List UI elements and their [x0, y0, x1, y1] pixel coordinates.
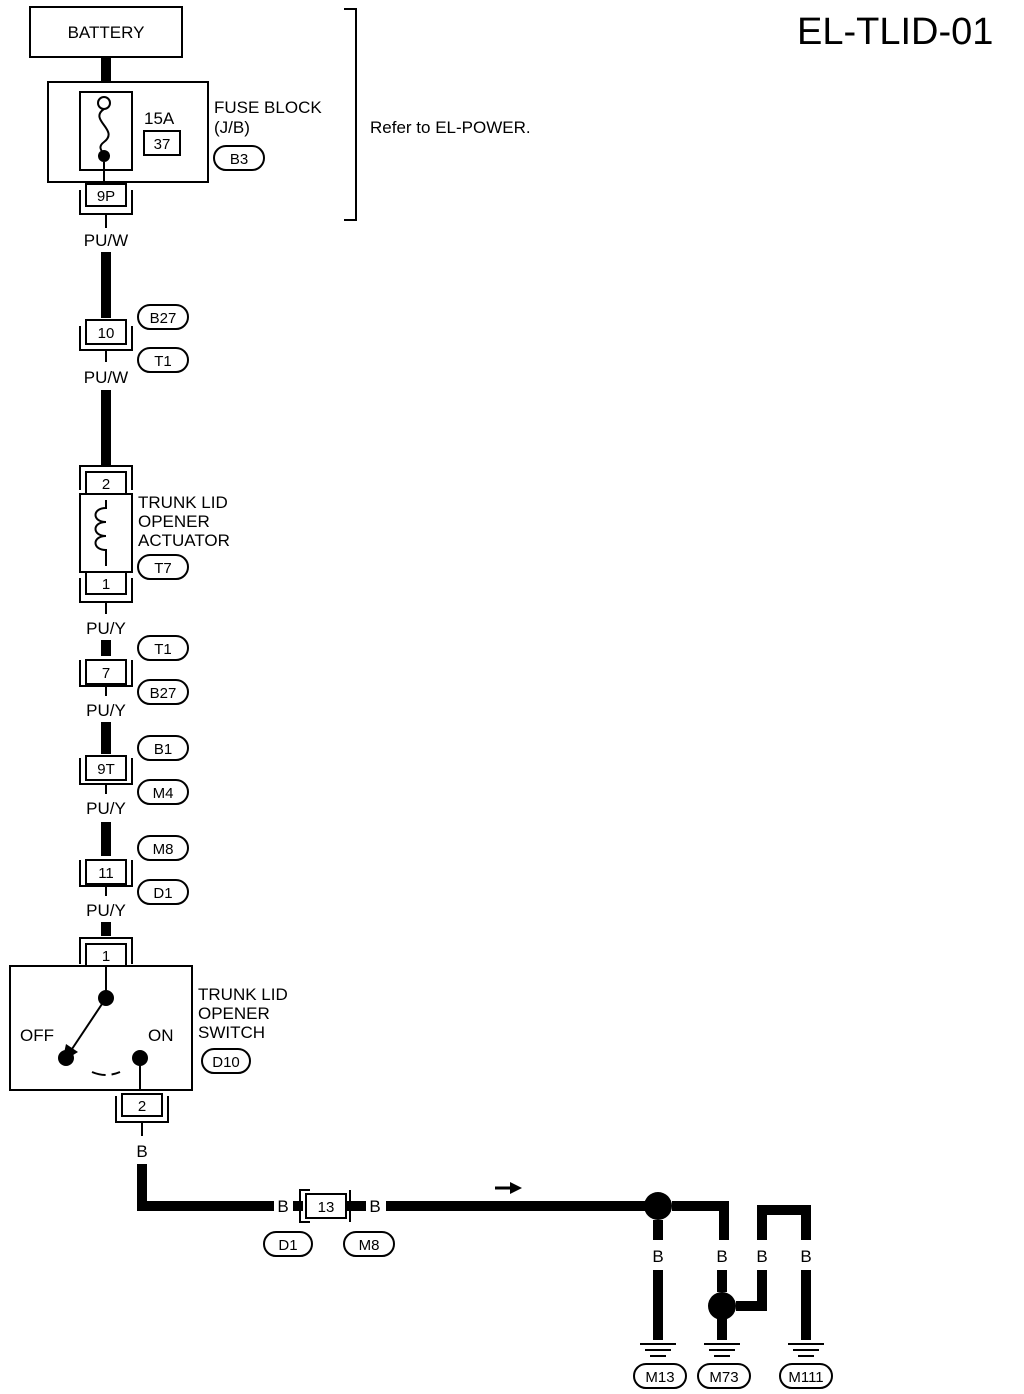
joint-7-lower-code: B27: [150, 685, 177, 702]
actuator-name-1: TRUNK LID: [138, 493, 228, 512]
joint-13-right-wire: B: [369, 1197, 380, 1216]
wire-label-2: PU/W: [84, 368, 128, 387]
actuator-pin-top: 2: [102, 476, 110, 493]
trunk-lid-actuator: 2 1 TRUNK LID OPENER ACTUATOR T7: [79, 465, 230, 603]
actuator-connector: T7: [154, 560, 172, 577]
switch-off-label: OFF: [20, 1026, 54, 1045]
switch-travel-dash: [91, 1071, 121, 1076]
fuse-block: 15A 37 FUSE BLOCK (J/B) B3: [47, 81, 322, 183]
joint-13-pin: 13: [318, 1199, 335, 1216]
wire-label-3: PU/Y: [86, 619, 126, 638]
ground-symbol-icon: [788, 1343, 824, 1357]
joint-13-right-code: M8: [359, 1237, 380, 1254]
switch-name-1: TRUNK LID: [198, 985, 288, 1004]
actuator-name-2: OPENER: [138, 512, 210, 531]
fuse-block-name: FUSE BLOCK: [214, 98, 322, 117]
switch-off-contact: [58, 1050, 74, 1066]
splice-dot-ground: [708, 1292, 736, 1320]
joint-connector-9t: 9T B1 M4: [79, 735, 189, 805]
joint-11-lower-code: D1: [153, 885, 172, 902]
wire-label-6: PU/Y: [86, 901, 126, 920]
fuse-terminal-bottom: [98, 150, 110, 162]
splice-dot-main: [644, 1192, 672, 1220]
ground-wire-d: B: [800, 1247, 811, 1266]
wire-label-1: PU/W: [84, 231, 128, 250]
ground-wire-b: B: [716, 1247, 727, 1266]
connector-9p: 9P: [79, 183, 133, 215]
actuator-pin-bottom: 1: [102, 576, 110, 593]
switch-pin-bottom: 2: [138, 1098, 146, 1115]
joint-7-upper-code: T1: [154, 641, 172, 658]
refer-note: Refer to EL-POWER.: [370, 118, 531, 137]
ground-wire-c: B: [756, 1247, 767, 1266]
wire-b-switch-to-joint: [137, 1164, 274, 1211]
switch-connector: D10: [212, 1054, 240, 1071]
joint-connector-10: 10 B27 T1: [79, 304, 189, 373]
wire-label-5: PU/Y: [86, 799, 126, 818]
ground-symbol-icon: [640, 1343, 676, 1357]
ground-code-2: M73: [709, 1369, 738, 1386]
fuse-terminal-top: [97, 96, 111, 110]
wire-label-7: B: [136, 1142, 147, 1161]
fuse-number: 37: [154, 136, 171, 153]
joint-9t-upper-code: B1: [154, 741, 172, 758]
ground-symbol-icon: [704, 1343, 740, 1357]
switch-name-3: SWITCH: [198, 1023, 265, 1042]
fuse-block-jb: (J/B): [214, 118, 250, 137]
battery: BATTERY: [29, 6, 183, 58]
joint-11-upper-code: M8: [153, 841, 174, 858]
ground-code-3: M111: [788, 1369, 823, 1386]
actuator-name-3: ACTUATOR: [138, 531, 230, 550]
ground-section: B B B B M13 M73 M111: [633, 1192, 833, 1389]
ground-code-1: M13: [645, 1369, 674, 1386]
joint-10-pin: 10: [98, 325, 115, 342]
switch-blade: [69, 997, 107, 1053]
fuse-rating: 15A: [144, 109, 175, 128]
switch-pin-top: 1: [102, 948, 110, 965]
joint-7-pin: 7: [102, 665, 110, 682]
page-code: EL-TLID-01: [797, 11, 993, 53]
fuse-block-connector: B3: [230, 151, 248, 168]
trunk-lid-switch: 1 OFF ON 2 TRUNK LID OPENER SWITCH D10: [9, 937, 288, 1123]
flow-arrow-icon: [495, 1182, 522, 1194]
joint-9t-lower-code: M4: [153, 785, 174, 802]
joint-10-lower-code: T1: [154, 353, 172, 370]
refer-bracket: [344, 8, 357, 221]
ground-wire-a: B: [652, 1247, 663, 1266]
joint-13-left-code: D1: [278, 1237, 297, 1254]
joint-connector-11: 11 M8 D1: [79, 835, 189, 905]
joint-11-pin: 11: [98, 865, 114, 882]
solenoid-coil-icon: [94, 500, 107, 566]
joint-connector-13: B 13 B D1 M8: [263, 1189, 395, 1257]
joint-10-upper-code: B27: [150, 310, 177, 327]
battery-label: BATTERY: [68, 23, 145, 42]
connector-9p-pin: 9P: [97, 188, 115, 205]
joint-13-left-wire: B: [277, 1197, 288, 1216]
joint-9t-pin: 9T: [97, 761, 115, 778]
switch-name-2: OPENER: [198, 1004, 270, 1023]
joint-connector-7: 7 T1 B27: [79, 635, 189, 705]
wire-label-4: PU/Y: [86, 701, 126, 720]
switch-on-label: ON: [148, 1026, 174, 1045]
